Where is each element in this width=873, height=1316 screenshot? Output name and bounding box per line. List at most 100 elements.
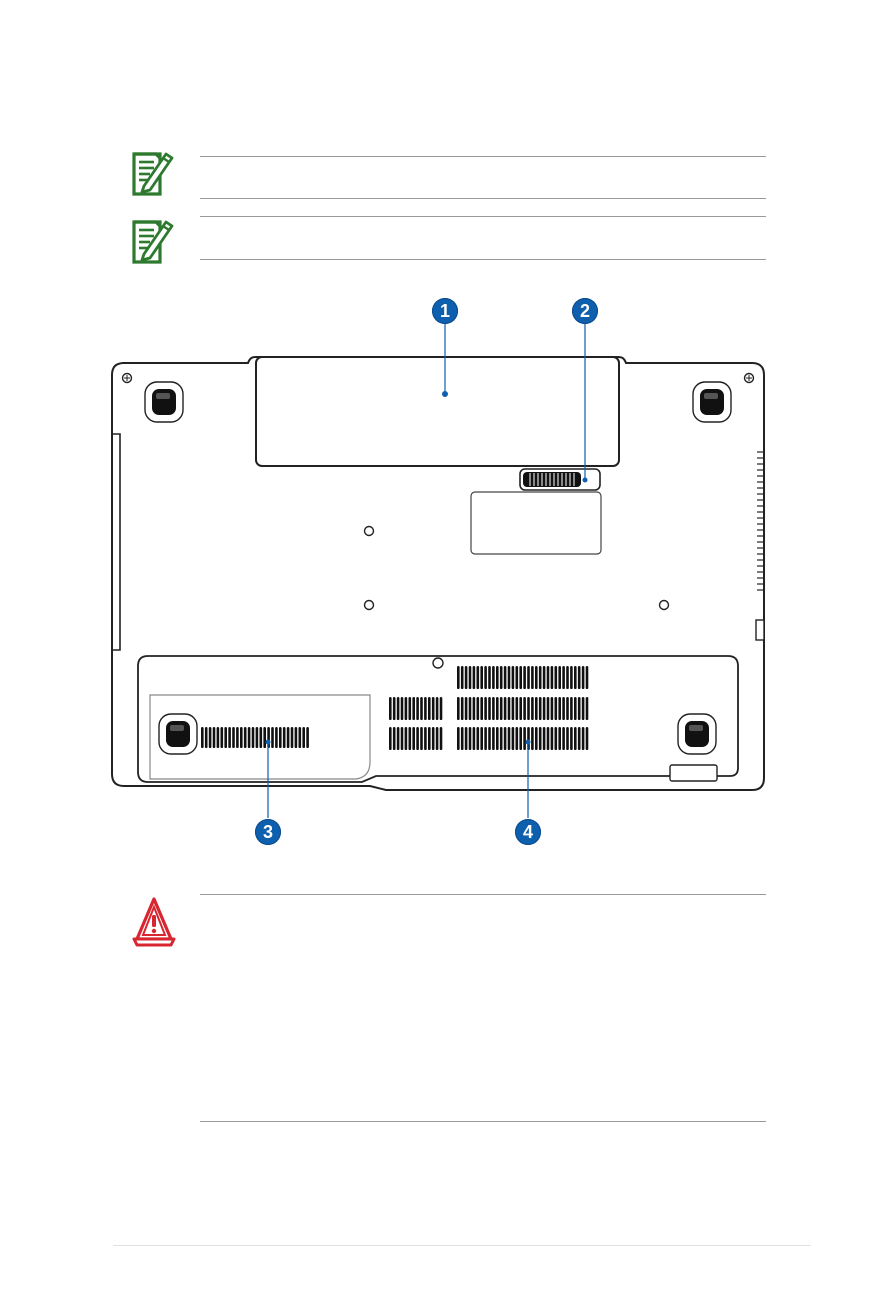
vent-slot xyxy=(472,666,476,689)
vent-slot xyxy=(542,697,546,720)
vent-slot xyxy=(566,666,569,689)
note-rule-top-1 xyxy=(200,156,766,157)
vent-slot xyxy=(519,727,522,750)
vent-slot xyxy=(515,727,519,750)
vent-slot xyxy=(412,727,415,750)
vent-slot xyxy=(460,666,464,689)
vent-slot xyxy=(435,697,439,720)
vent-slot xyxy=(420,697,423,720)
footer-rule xyxy=(113,1245,811,1246)
cover-latch xyxy=(669,764,718,782)
vent-slot xyxy=(275,727,278,748)
vent-slot xyxy=(424,697,427,720)
vent-slot xyxy=(546,727,550,750)
vent-slot xyxy=(400,697,404,720)
vent-slot xyxy=(546,697,550,720)
vent-slot xyxy=(468,697,472,720)
vent-slot xyxy=(204,727,208,748)
vent-slot xyxy=(574,727,577,750)
vent-slot xyxy=(503,666,507,689)
battery-pack xyxy=(255,356,620,467)
vent-slot xyxy=(389,697,392,720)
vent-slot xyxy=(538,727,542,750)
vent-slot xyxy=(464,666,468,689)
warning-cone-icon xyxy=(131,895,177,951)
vent-slot xyxy=(220,727,224,748)
vent-slot xyxy=(302,727,305,748)
vent-slot xyxy=(428,697,431,720)
vent-slot xyxy=(420,727,423,750)
vent-slot xyxy=(535,666,538,689)
main-vent-slots xyxy=(389,666,589,750)
vent-slot xyxy=(457,666,460,689)
vent-slot xyxy=(294,727,298,748)
callout-3: 3 xyxy=(255,819,281,845)
vent-slot xyxy=(484,697,487,720)
vent-slot xyxy=(523,666,526,689)
vent-slot xyxy=(523,727,526,750)
vent-slot xyxy=(523,697,526,720)
vent-slot xyxy=(535,697,538,720)
laptop-bottom-diagram xyxy=(111,323,765,818)
label-area xyxy=(470,491,602,555)
vent-slot xyxy=(503,727,507,750)
vent-slot xyxy=(412,697,415,720)
vent-slot xyxy=(511,697,515,720)
rubber-foot-top-right xyxy=(692,381,732,423)
vent-slot xyxy=(224,727,227,748)
note-rule-bottom-1 xyxy=(200,198,766,199)
vent-slot xyxy=(468,666,472,689)
vent-slot xyxy=(531,666,534,689)
corner-screw-top-right xyxy=(743,372,755,384)
vent-slot xyxy=(404,727,408,750)
vent-slot xyxy=(558,666,561,689)
vent-slot xyxy=(457,727,460,750)
vent-slot xyxy=(566,727,569,750)
vent-slot xyxy=(408,727,412,750)
vent-slot xyxy=(435,727,439,750)
vent-slot xyxy=(298,727,302,748)
screw-middle-1 xyxy=(363,525,375,537)
memory-vent-slots xyxy=(201,727,309,748)
vent-slot xyxy=(519,697,522,720)
vent-slot xyxy=(562,697,565,720)
memory-compartment xyxy=(149,694,371,780)
vent-slot xyxy=(431,727,435,750)
note-pencil-icon xyxy=(130,148,174,200)
vent-slot xyxy=(476,666,480,689)
vent-slot xyxy=(460,727,464,750)
vent-slot xyxy=(439,727,443,750)
vent-slot xyxy=(464,697,468,720)
vent-slot xyxy=(496,697,499,720)
vent-slot xyxy=(550,666,554,689)
callout-2: 2 xyxy=(572,298,598,324)
vent-slot xyxy=(570,727,573,750)
vent-slot xyxy=(511,666,515,689)
vent-slot xyxy=(531,697,534,720)
callout-dot-2 xyxy=(582,477,588,483)
vent-slot xyxy=(527,697,530,720)
vent-slot xyxy=(550,697,554,720)
vent-slot xyxy=(247,727,251,748)
vent-slot xyxy=(476,727,480,750)
vent-slot xyxy=(404,697,408,720)
vent-slot xyxy=(228,727,231,748)
vent-slot xyxy=(542,727,546,750)
vent-slot xyxy=(507,666,511,689)
rubber-foot-bottom-right xyxy=(677,713,717,755)
vent-slot xyxy=(542,666,546,689)
vent-slot xyxy=(212,727,216,748)
vent-slot xyxy=(577,727,581,750)
vent-slot xyxy=(507,727,511,750)
vent-slot xyxy=(566,697,569,720)
vent-slot xyxy=(554,697,558,720)
vent-slot xyxy=(550,727,554,750)
vent-slot xyxy=(282,727,286,748)
vent-slot xyxy=(492,697,495,720)
rubber-foot-bottom-left xyxy=(158,713,198,755)
vent-slot xyxy=(577,697,581,720)
vent-slot xyxy=(581,666,585,689)
vent-slot xyxy=(570,666,573,689)
vent-slot xyxy=(392,697,396,720)
vent-slot xyxy=(577,666,581,689)
